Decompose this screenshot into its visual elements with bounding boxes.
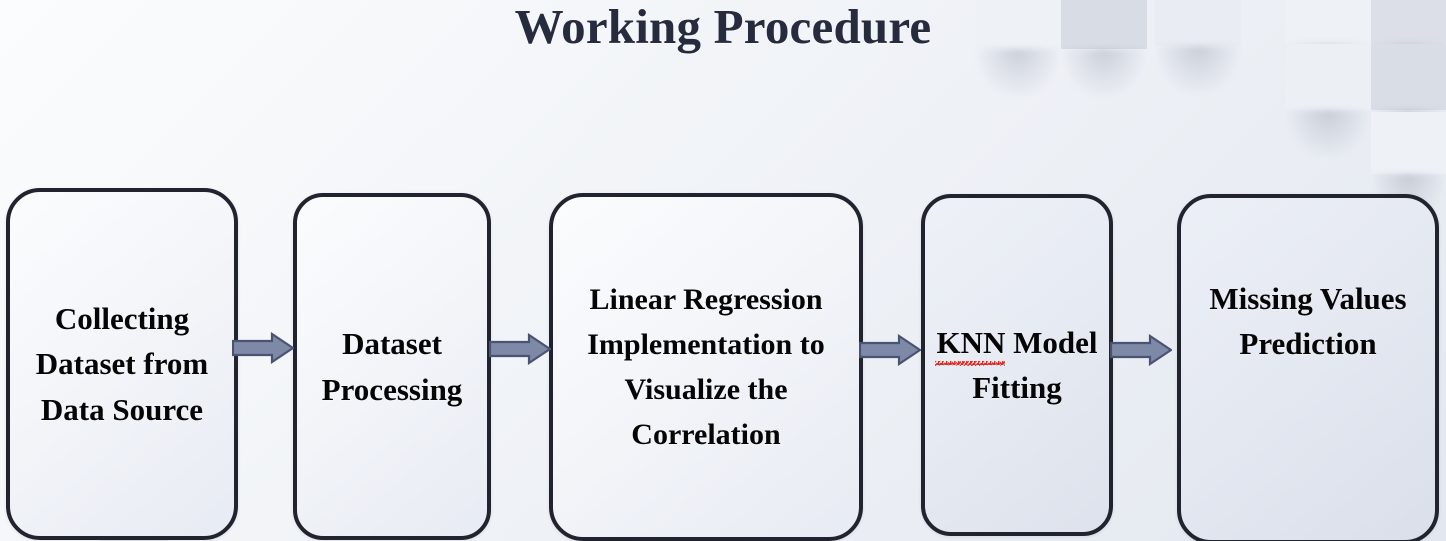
flow-step-label: Collecting Dataset from Data Source xyxy=(35,301,209,427)
flow-step-knn-model-fitting[interactable]: KNN Model Fitting xyxy=(921,194,1113,536)
arrow-right-icon-4 xyxy=(1110,334,1172,366)
flow-step-label: Dataset Processing xyxy=(321,326,463,407)
spellcheck-flagged-word: KNN xyxy=(936,320,1005,366)
bg-square xyxy=(1371,112,1446,174)
arrow-right-icon-2 xyxy=(489,333,551,365)
arrow-right-icon-3 xyxy=(859,334,921,366)
flow-step-label: Linear Regression Implementation to Visu… xyxy=(587,283,825,451)
flow-step-linear-regression[interactable]: Linear Regression Implementation to Visu… xyxy=(549,193,863,541)
flow-step-label: KNN Model Fitting xyxy=(925,320,1109,411)
flow-step-label: Missing Values Prediction xyxy=(1209,281,1407,362)
flow-step-label-rest: Model Fitting xyxy=(972,324,1098,405)
flow-step-dataset-processing[interactable]: Dataset Processing xyxy=(293,193,491,540)
flow-step-collecting-dataset[interactable]: Collecting Dataset from Data Source xyxy=(6,188,238,540)
arrow-right-icon-1 xyxy=(232,332,294,364)
flow-step-missing-values-prediction[interactable]: Missing Values Prediction xyxy=(1177,194,1439,541)
page-title: Working Procedure xyxy=(514,0,932,54)
